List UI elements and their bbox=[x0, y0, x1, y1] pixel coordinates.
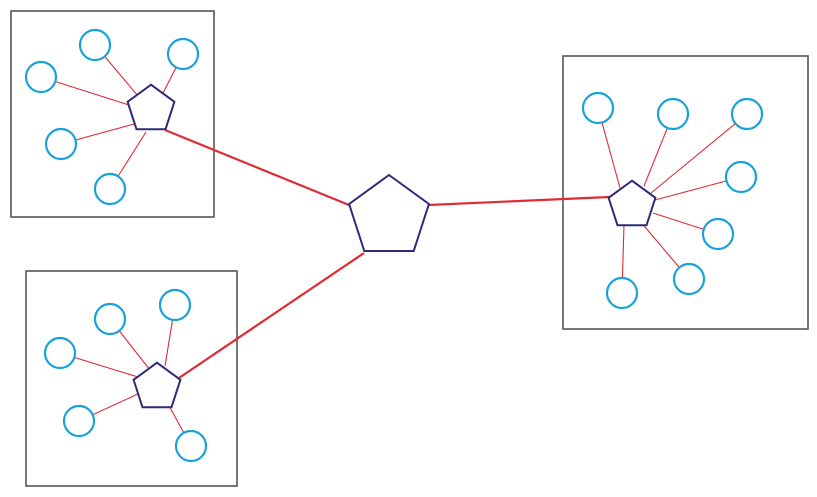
leaf-node bbox=[43, 336, 77, 370]
leaf-node bbox=[605, 276, 639, 310]
leaf-node bbox=[730, 97, 764, 131]
cluster-box-right bbox=[562, 55, 809, 330]
leaf-node bbox=[158, 288, 192, 322]
leaf-node bbox=[724, 160, 758, 194]
leaf-node bbox=[701, 217, 735, 251]
leaf-node bbox=[656, 97, 690, 131]
hub-top-left bbox=[126, 83, 176, 131]
link-central-to-right bbox=[427, 195, 610, 207]
leaf-node bbox=[166, 37, 200, 71]
cluster-box-bottom-left bbox=[25, 270, 238, 487]
leaf-node bbox=[174, 429, 208, 463]
cluster-box-top-left bbox=[10, 10, 215, 218]
leaf-node bbox=[672, 262, 706, 296]
leaf-node bbox=[581, 91, 615, 125]
link-central-to-top-left bbox=[164, 128, 350, 207]
link-central-to-bottom-left bbox=[175, 252, 365, 381]
leaf-link bbox=[650, 113, 748, 194]
hub-right bbox=[607, 179, 657, 227]
leaf-node bbox=[93, 172, 127, 206]
cluster-bottom-left bbox=[43, 288, 208, 463]
leaf-node bbox=[78, 28, 112, 62]
leaf-node bbox=[44, 127, 78, 161]
cluster-top-left bbox=[24, 28, 200, 206]
central-hub bbox=[347, 173, 431, 252]
backbone-links bbox=[164, 128, 610, 381]
cluster-right bbox=[581, 91, 764, 310]
leaf-node bbox=[24, 60, 58, 94]
hub-bottom-left bbox=[132, 361, 182, 409]
leaf-node bbox=[93, 302, 127, 336]
leaf-node bbox=[62, 404, 96, 438]
